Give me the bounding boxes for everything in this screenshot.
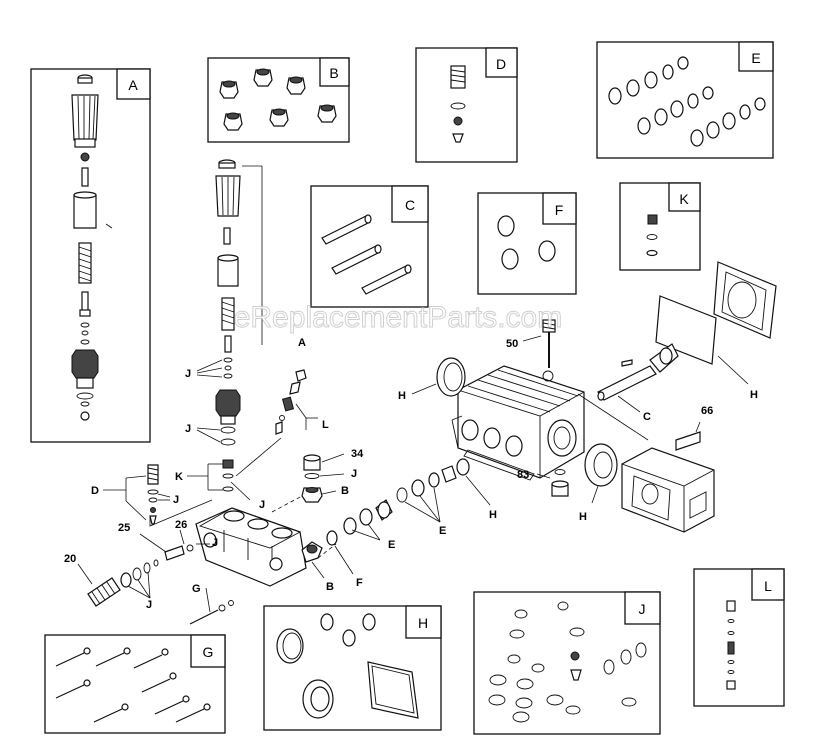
kit-d-box: D [415,47,518,163]
kit-b-label: B [329,65,338,81]
mounting-flange [621,421,715,533]
callout-j: J [173,494,179,506]
kit-l-label: L [764,578,772,594]
kit-j-box: J [473,591,661,735]
callout-j: J [259,499,265,511]
o-ring-icon [488,601,647,723]
kit-c-label: C [405,197,415,213]
manifold-head [195,507,307,587]
bolt-icon [55,647,211,723]
callout-f: F [356,577,363,589]
check-valve-assembly [235,369,307,477]
kit-h-box: H [263,605,442,731]
callout-d: D [91,485,99,497]
callout-b: B [326,581,334,593]
callout-h: H [398,390,406,402]
callout-h: H [750,389,758,401]
kit-a-label: A [128,77,138,93]
connecting-rod [577,343,679,441]
kit-b-box: B [207,57,350,143]
callout-g: G [192,583,201,595]
callout-25: 25 [118,522,130,534]
unloader-assembly [215,159,263,492]
callout-j: J [351,468,357,480]
callout-j: J [185,368,191,380]
callout-e: E [439,525,446,537]
callout-66: 66 [701,405,713,417]
callout-e: E [388,539,395,551]
callout-k: K [175,471,183,483]
kit-d-label: D [496,56,506,72]
kit-f-label: F [555,202,564,218]
kit-f-box: F [477,192,577,295]
seal-ring-icon [608,56,766,147]
callout-h: H [489,509,497,521]
callout-c: C [643,411,651,423]
callout-l: L [322,419,329,431]
valve-plug-parts [271,454,323,563]
kit-g-box: G [44,634,226,734]
crankcase [451,365,585,481]
kit-e-label: E [751,50,760,66]
inlet-fittings [87,464,234,625]
leader-lines [77,359,491,613]
watermark-text: eReplacementParts.com [234,301,562,334]
callout-j: J [146,599,152,611]
callout-b: B [341,485,349,497]
kit-a-box: A [30,68,151,443]
kit-c-box: C [310,185,429,308]
oil-dipstick [522,319,556,368]
valve-icon [219,68,337,131]
callout-h: H [579,511,587,523]
kit-k-label: K [679,191,689,207]
kit-h-label: H [418,615,428,631]
callout-j: J [185,423,191,435]
callout-83: 83 [517,469,529,481]
callout-labels: A J J L K J D J 34 J B 25 26 J 20 J G B … [64,337,758,611]
callout-34: 34 [351,448,364,460]
kit-e-box: E [596,41,774,159]
callout-26: 26 [175,519,187,531]
plunger-rod-icon [321,214,412,295]
callout-a: A [298,337,306,349]
callout-j: J [212,537,218,549]
callout-20: 20 [64,553,76,565]
kit-l-box: L [693,568,785,707]
drain-plug [536,469,569,497]
kit-g-label: G [203,644,214,660]
kit-j-label: J [639,601,646,617]
kit-k-box: K [619,182,701,271]
callout-50: 50 [506,338,518,350]
